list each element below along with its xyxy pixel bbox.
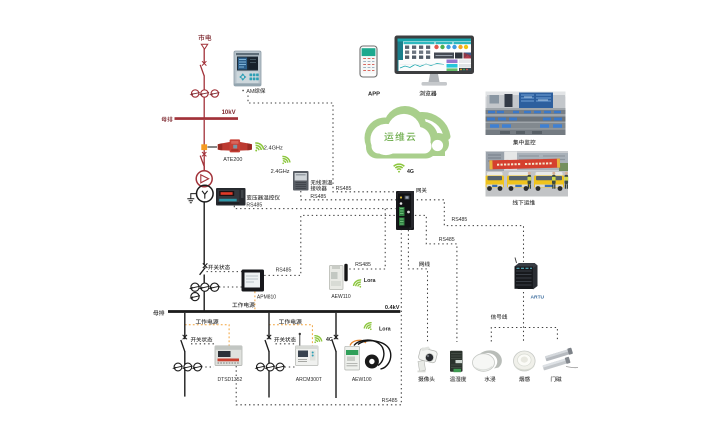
- svg-text:RS485: RS485: [382, 398, 398, 404]
- svg-text:ATE200: ATE200: [223, 157, 242, 163]
- svg-text:APP: APP: [368, 91, 380, 97]
- svg-text:Lora: Lora: [364, 278, 377, 284]
- svg-text:RS485: RS485: [246, 203, 262, 209]
- svg-text:AEW100: AEW100: [352, 377, 372, 383]
- svg-text:AEW110: AEW110: [331, 294, 351, 300]
- svg-text:RS485: RS485: [355, 262, 371, 268]
- svg-text:APM810: APM810: [257, 294, 276, 300]
- svg-text:10kV: 10kV: [222, 110, 236, 116]
- svg-text:0.4kV: 0.4kV: [385, 305, 400, 311]
- svg-text:ARTU: ARTU: [531, 295, 545, 301]
- svg-text:RS485: RS485: [451, 217, 467, 223]
- svg-text:RS485: RS485: [310, 194, 326, 200]
- svg-text:DTSD1352: DTSD1352: [218, 377, 243, 383]
- svg-text:RS485: RS485: [439, 237, 455, 243]
- svg-text:4G: 4G: [407, 169, 414, 175]
- svg-text:Lora: Lora: [379, 327, 392, 333]
- svg-text:RS485: RS485: [276, 268, 292, 274]
- svg-text:2.4GHz: 2.4GHz: [264, 145, 283, 151]
- svg-text:AM: AM: [246, 89, 255, 95]
- svg-text:2.4GHz: 2.4GHz: [271, 169, 290, 175]
- svg-text:4G: 4G: [326, 337, 333, 343]
- svg-text:ARCM300T: ARCM300T: [296, 377, 322, 383]
- svg-text:RS485: RS485: [336, 186, 352, 192]
